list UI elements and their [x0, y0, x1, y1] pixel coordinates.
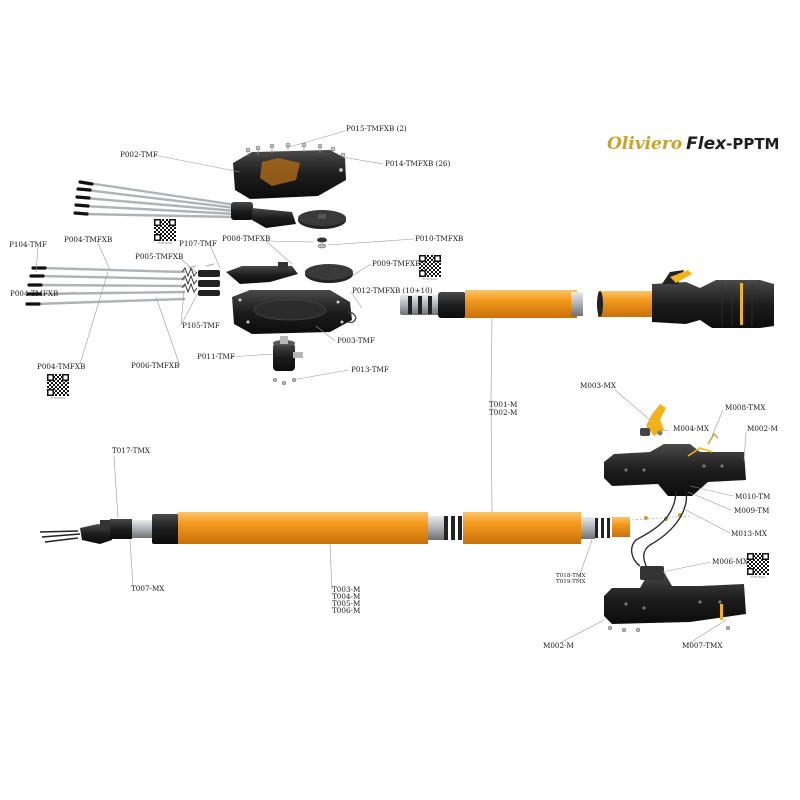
- part-label-p011: P011-TMF: [197, 352, 235, 361]
- part-label-m010: M010-TM: [735, 492, 771, 501]
- part-label-p105: P105-TMF: [182, 321, 220, 330]
- qr-code-icon: [47, 374, 69, 396]
- upper-hub-part: [231, 202, 346, 229]
- part-label-p014: P014-TMFXB (26): [385, 159, 451, 168]
- part-label-t002: T002-M: [489, 408, 518, 417]
- part-label-m002-top: M002-M: [747, 424, 778, 433]
- part-label-m013: M013-MX: [731, 529, 767, 538]
- motor-housing-upper-part: [604, 404, 746, 571]
- part-label-p004-bottom: P004-TMFXB: [37, 362, 86, 371]
- qr-caption: TUTORIAL: [157, 241, 173, 245]
- part-label-p012: P012-TMFXB (10+10): [352, 286, 433, 295]
- part-label-m003: M003-MX: [580, 381, 616, 390]
- part-label-p013: P013-TMF: [351, 365, 389, 374]
- part-label-m004: M004-MX: [673, 424, 709, 433]
- qr-code-upper[interactable]: TUTORIAL: [154, 219, 176, 245]
- part-label-m008: M008-TMX: [725, 403, 766, 412]
- washer-parts: [317, 237, 327, 249]
- qr-code-right[interactable]: TUTORIAL: [747, 553, 769, 579]
- part-label-p104: P104-TMF: [9, 240, 47, 249]
- spring-parts: [181, 266, 198, 294]
- part-label-t007: T007-MX: [131, 584, 165, 593]
- part-label-p008: P008-TMFXB: [222, 234, 271, 243]
- part-label-m007: M007-TMX: [682, 641, 723, 650]
- part-label-p004-top: P004-TMFXB: [64, 235, 113, 244]
- part-label-p009: P009-TMFXB: [372, 259, 421, 268]
- part-label-m006: M006-MX: [712, 557, 748, 566]
- part-label-t006: T006-M: [332, 606, 361, 615]
- part-label-t004: T004-M: [332, 592, 361, 601]
- part-label-p005: P005-TMFXB: [135, 252, 184, 261]
- lower-hub-part: [226, 262, 353, 284]
- top-orange-tube-part: [465, 290, 658, 318]
- part-label-t001: T001-M: [489, 400, 518, 409]
- upper-rods-part: [73, 180, 238, 219]
- part-label-t005: T005-M: [332, 599, 361, 608]
- qr-code-left[interactable]: TUTORIAL: [47, 374, 69, 400]
- part-label-t018: T018-TMX: [556, 573, 586, 579]
- qr-code-icon: [419, 255, 441, 277]
- lower-pole-assembly: [39, 512, 691, 544]
- motor-part: [272, 336, 303, 386]
- part-label-p004-mid: P004-TMFXB: [10, 289, 59, 298]
- lower-rods-part: [25, 266, 186, 306]
- part-label-p006: P006-TMFXB: [131, 361, 180, 370]
- handle-grip-part: [652, 270, 774, 328]
- qr-code-middle[interactable]: TUTORIAL: [419, 255, 441, 281]
- part-label-t019: T019-TMX: [556, 579, 586, 585]
- brand-name: Oliviero: [607, 134, 683, 154]
- part-label-p010: P010-TMFXB: [415, 234, 464, 243]
- part-label-p003: P003-TMF: [337, 336, 375, 345]
- part-label-p015: P015-TMFXB (2): [346, 124, 407, 133]
- part-label-p002: P002-TMF: [120, 150, 158, 159]
- motor-housing-lower-part: [604, 566, 746, 633]
- qr-code-icon: [747, 553, 769, 575]
- part-label-m009: M009-TM: [734, 506, 770, 515]
- part-label-p107: P107-TMF: [179, 239, 217, 248]
- brand-model: -PPTM: [726, 135, 780, 153]
- brand-line: Flex: [686, 134, 727, 154]
- qr-caption: TUTORIAL: [50, 396, 66, 400]
- leader-lines: [35, 130, 747, 645]
- qr-caption: TUTORIAL: [750, 575, 766, 579]
- clip-parts: [187, 263, 220, 296]
- connector-part: [400, 292, 466, 318]
- qr-caption: TUTORIAL: [422, 277, 438, 281]
- part-label-t017: T017-TMX: [112, 446, 150, 455]
- qr-code-icon: [154, 219, 176, 241]
- part-label-t003: T003-M: [332, 585, 361, 594]
- top-cover-part: [233, 142, 346, 199]
- main-housing-part: [232, 290, 357, 334]
- part-label-m002-bottom: M002-M: [543, 641, 574, 650]
